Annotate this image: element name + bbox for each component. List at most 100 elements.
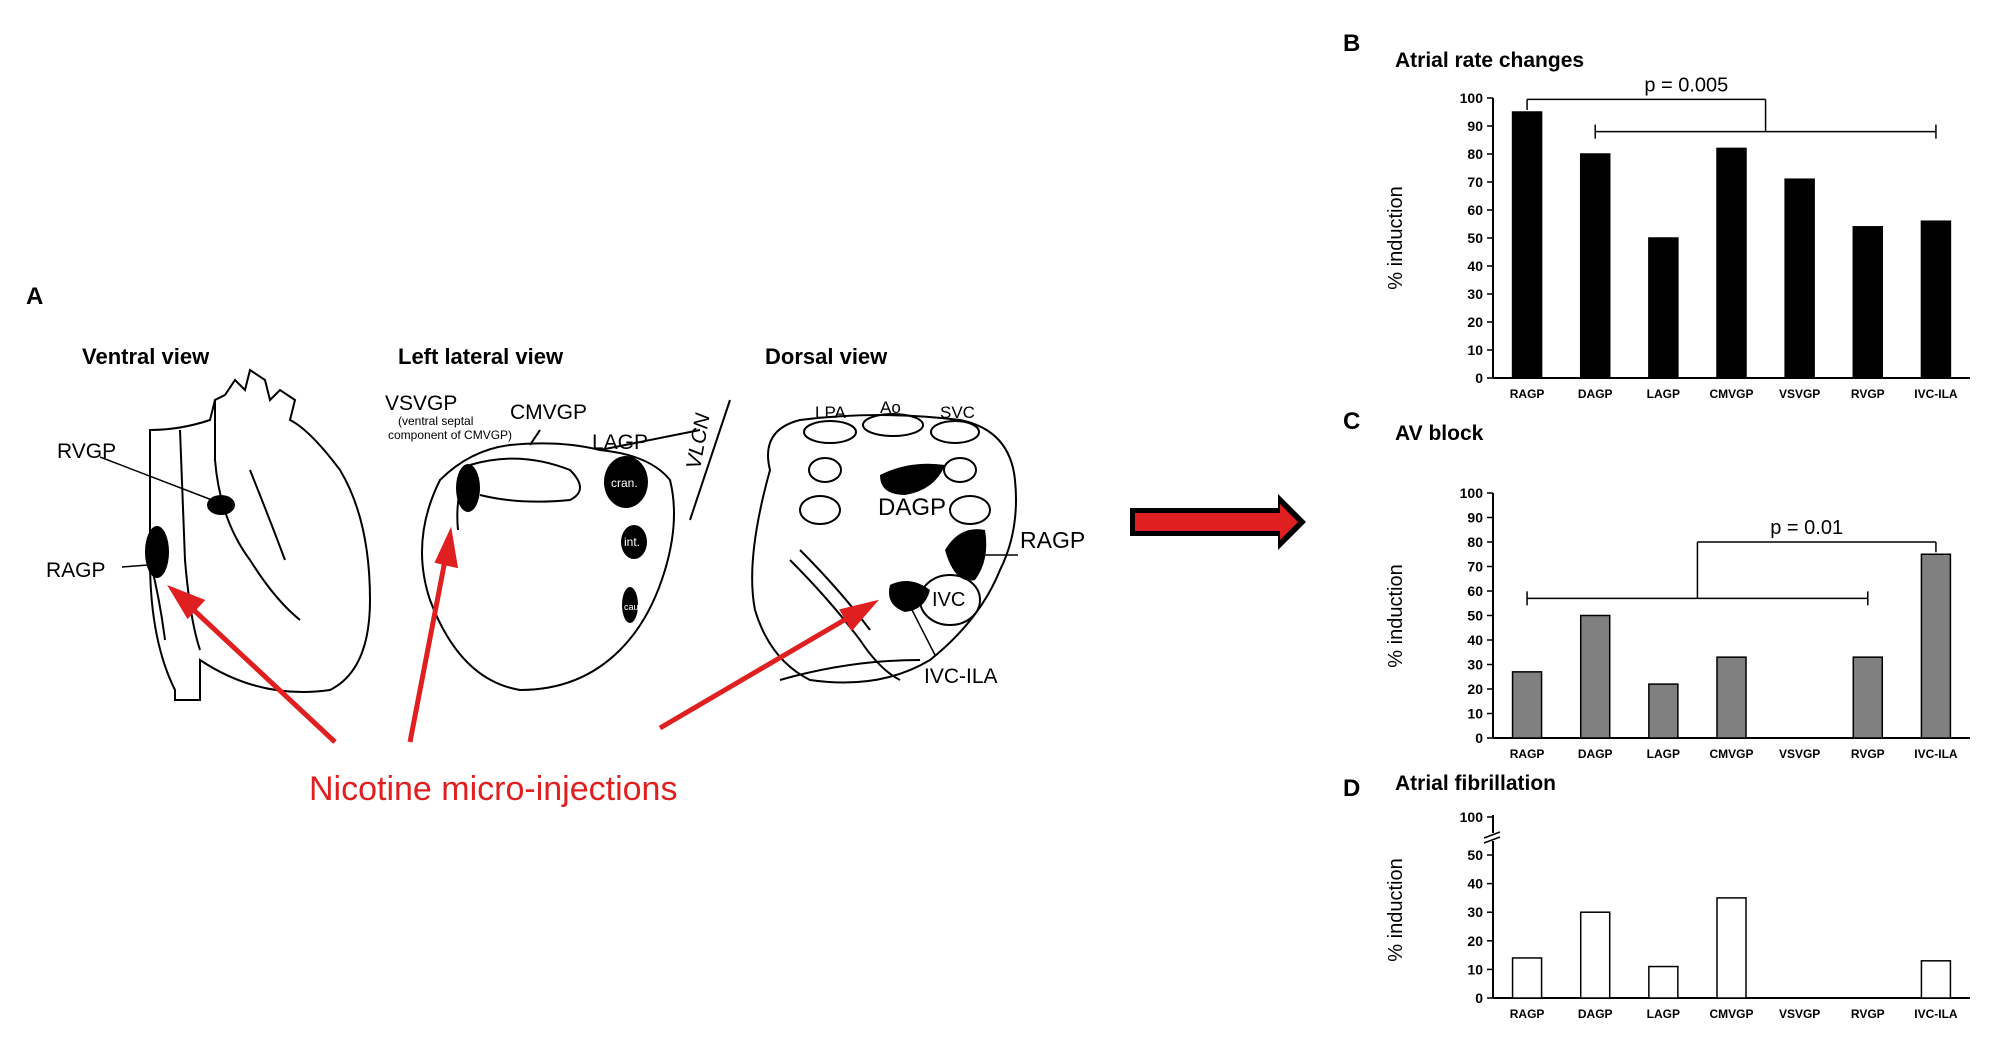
- y-tick-label: 10: [1467, 706, 1483, 722]
- cau-marker: [622, 587, 638, 623]
- y-tick-label: 30: [1467, 904, 1483, 920]
- y-tick-label: 0: [1475, 730, 1483, 746]
- caption-nicotine: Nicotine micro-injections: [309, 770, 677, 808]
- y-tick-label: 90: [1467, 510, 1483, 526]
- bar-ragp: [1511, 957, 1543, 999]
- label-vsvgp-note-1: (ventral septal: [398, 414, 473, 428]
- panel-letter-c: C: [1343, 408, 1361, 435]
- category-label: DAGP: [1578, 1007, 1613, 1021]
- dagp-marker: [880, 463, 945, 495]
- arrow-ventral-head: [167, 584, 206, 620]
- label-vsvgp: VSVGP: [385, 392, 457, 415]
- y-tick-label: 70: [1467, 174, 1483, 190]
- bar-cmvgp: [1716, 897, 1747, 999]
- y-tick-label: 100: [1460, 90, 1484, 106]
- chart-title: Atrial rate changes: [1395, 49, 1584, 72]
- label-ivc-ila: IVC-ILA: [924, 665, 998, 688]
- axis-break-gap: [1483, 833, 1503, 841]
- lateral-heart-drawing: [421, 399, 731, 692]
- label-lpa: LPA: [815, 403, 847, 422]
- bar-dagp: [1579, 911, 1611, 999]
- bar-lagp: [1648, 965, 1679, 999]
- bar-rvgp: [1852, 226, 1884, 379]
- bar-dagp: [1579, 153, 1611, 379]
- y-tick-label: 100: [1460, 485, 1484, 501]
- y-tick-label: 10: [1467, 961, 1483, 977]
- ragp-ventral-marker: [145, 526, 169, 578]
- bar-lagp: [1648, 683, 1679, 739]
- dorsal-heart-drawing: [751, 413, 1017, 684]
- panel-letter-a: A: [26, 283, 44, 310]
- cran-marker: [604, 456, 648, 508]
- view-title-dorsal: Dorsal view: [765, 344, 888, 369]
- label-svc: SVC: [940, 403, 975, 422]
- y-tick-label: 20: [1467, 681, 1483, 697]
- y-axis-label: % induction: [1385, 858, 1407, 961]
- panel-letter-d: D: [1343, 775, 1361, 802]
- ragp-dorsal-marker: [945, 529, 987, 581]
- category-label: RAGP: [1510, 747, 1545, 761]
- bar-ragp: [1511, 111, 1543, 379]
- panel-letter-b: B: [1343, 30, 1361, 57]
- label-ragp-dorsal: RAGP: [1020, 527, 1085, 553]
- y-tick-label: 50: [1467, 847, 1483, 863]
- category-label: IVC-ILA: [1914, 387, 1958, 401]
- axis-break-mark: [1483, 831, 1501, 839]
- label-cmvgp: CMVGP: [510, 401, 587, 424]
- block-arrow-icon: [1130, 494, 1306, 550]
- y-tick-label: 100: [1460, 809, 1484, 825]
- y-tick-label: 90: [1467, 118, 1483, 134]
- category-label: LAGP: [1647, 747, 1680, 761]
- view-title-ventral: Ventral view: [82, 344, 210, 369]
- view-title-lateral: Left lateral view: [398, 344, 564, 369]
- bar-ivc-ila: [1920, 220, 1952, 379]
- category-label: LAGP: [1647, 1007, 1680, 1021]
- y-tick-label: 50: [1467, 230, 1483, 246]
- bar-ivc-ila: [1920, 960, 1952, 999]
- bar-ivc-ila: [1920, 553, 1952, 739]
- category-label: RAGP: [1510, 387, 1545, 401]
- p-value-label: p = 0.01: [1770, 517, 1843, 539]
- label-ao: Ao: [880, 398, 901, 417]
- y-tick-label: 60: [1467, 583, 1483, 599]
- y-tick-label: 10: [1467, 342, 1483, 358]
- category-label: VSVGP: [1779, 387, 1820, 401]
- y-tick-label: 80: [1467, 534, 1483, 550]
- heart-diagram: Ventral view Left lateral view Dorsal vi…: [46, 344, 1306, 808]
- axis-break-mark: [1483, 836, 1501, 844]
- arrow-ventral: [181, 598, 337, 744]
- bar-dagp: [1579, 614, 1611, 739]
- p-value-label: p = 0.005: [1644, 74, 1728, 96]
- bar-ragp: [1511, 671, 1543, 739]
- y-tick-label: 40: [1467, 876, 1483, 892]
- y-tick-label: 40: [1467, 258, 1483, 274]
- int-marker: [621, 525, 647, 559]
- category-label: DAGP: [1578, 747, 1613, 761]
- y-tick-label: 50: [1467, 608, 1483, 624]
- y-tick-label: 60: [1467, 202, 1483, 218]
- category-label: RVGP: [1851, 387, 1885, 401]
- category-label: VSVGP: [1779, 747, 1820, 761]
- label-cran: cran.: [611, 476, 638, 490]
- bar-rvgp: [1852, 656, 1884, 739]
- injection-arrows: [167, 526, 880, 744]
- bar-cmvgp: [1716, 656, 1747, 739]
- label-ivc: IVC: [932, 589, 965, 611]
- category-label: DAGP: [1578, 387, 1613, 401]
- label-dagp: DAGP: [878, 494, 946, 521]
- label-vsvgp-note-2: component of CMVGP): [388, 428, 512, 442]
- y-tick-label: 0: [1475, 370, 1483, 386]
- y-tick-label: 30: [1467, 657, 1483, 673]
- category-label: CMVGP: [1709, 387, 1753, 401]
- category-label: VSVGP: [1779, 1007, 1820, 1021]
- label-rvgp: RVGP: [57, 440, 116, 463]
- category-label: IVC-ILA: [1914, 747, 1958, 761]
- y-tick-label: 20: [1467, 314, 1483, 330]
- arrow-dorsal: [658, 609, 860, 731]
- arrow-lateral: [407, 549, 450, 743]
- y-tick-label: 80: [1467, 146, 1483, 162]
- label-ragp-ventral: RAGP: [46, 559, 106, 582]
- category-label: IVC-ILA: [1914, 1007, 1958, 1021]
- category-label: CMVGP: [1709, 747, 1753, 761]
- y-tick-label: 40: [1467, 632, 1483, 648]
